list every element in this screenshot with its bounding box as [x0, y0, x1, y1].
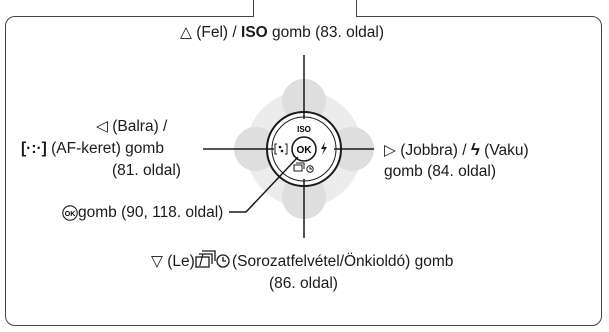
right-arrow-icon: ▷: [384, 142, 396, 159]
af-frame-icon: [·:·]: [21, 140, 47, 157]
label-down-text2: (Sorozatfelvétel/Önkioldó) gomb: [232, 253, 454, 270]
label-left-text2: (AF-keret) gomb: [46, 140, 164, 157]
dial-af-frame-icon: [274, 143, 288, 155]
label-left-line3: (81. oldal): [112, 162, 181, 179]
label-up-text1: (Fel) /: [191, 24, 237, 41]
label-right-text1: (Jobbra) /: [395, 142, 467, 159]
down-arrow-icon: ▽: [151, 253, 163, 270]
label-down-line1: ▽ (Le) /: [151, 253, 203, 271]
leader-ok: [229, 156, 299, 213]
label-up-iso: ISO: [241, 24, 268, 41]
label-left-text1: (Balra) /: [107, 118, 168, 135]
label-right-line1: ▷ (Jobbra) / ϟ (Vaku): [384, 141, 529, 160]
ok-button-circle[interactable]: [291, 136, 317, 162]
label-ok: gomb (90, 118. oldal): [78, 204, 224, 221]
dial-ok-label: OK: [297, 145, 313, 156]
label-left-line2: [·:·] (AF-keret) gomb: [21, 140, 164, 158]
label-right-line2: gomb (84. oldal): [384, 163, 497, 180]
dial-drive-icon: [293, 162, 314, 173]
dial-flash-icon: [321, 142, 327, 155]
top-tab: [253, 0, 357, 17]
svg-text:OK: OK: [65, 211, 76, 218]
sequential-self-timer-icon: [195, 250, 230, 268]
label-down-line2: (86. oldal): [269, 275, 338, 292]
label-up-text2: gomb (83. oldal): [267, 24, 385, 41]
label-down-text1: (Le) /: [162, 253, 204, 270]
label-right-text2: (Vaku): [479, 142, 529, 159]
label-up: △ (Fel) / ISO gomb (83. oldal): [180, 24, 384, 42]
label-left-line1: ◁ (Balra) /: [96, 118, 167, 136]
dial-iso-label: ISO: [297, 125, 311, 134]
up-arrow-icon: △: [180, 24, 192, 41]
left-arrow-icon: ◁: [96, 118, 108, 135]
flash-icon: ϟ: [470, 140, 480, 159]
ok-button-icon: OK: [62, 205, 78, 221]
